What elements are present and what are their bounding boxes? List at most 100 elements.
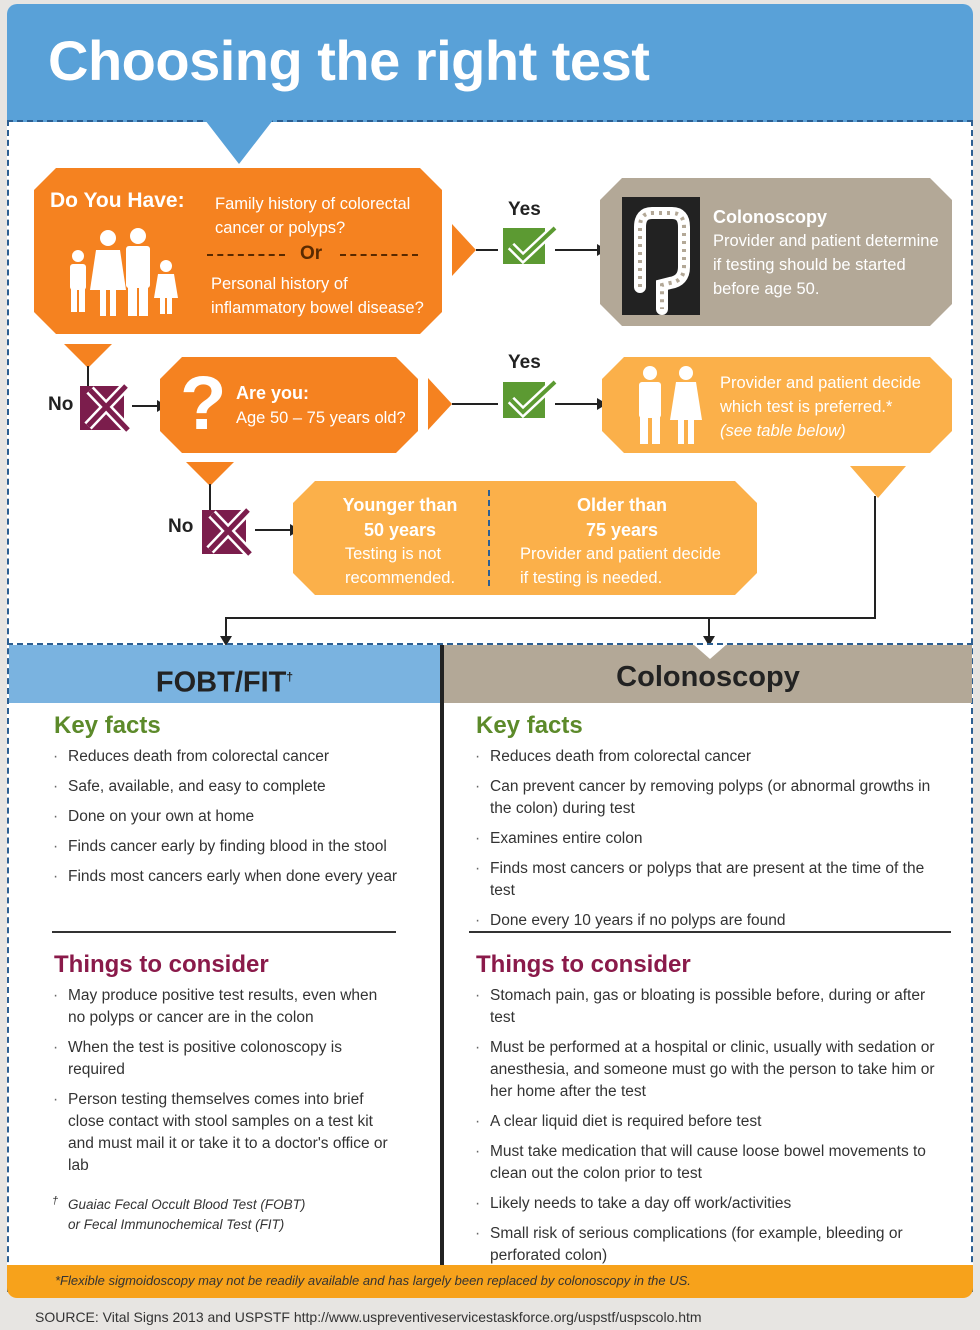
list-item: When the test is positive colonoscopy is… [53,1037,394,1081]
box1-line1: Family history of colorectal [215,195,411,213]
list-item: Must take medication that will cause loo… [475,1141,952,1185]
footer-note: *Flexible sigmoidoscopy may not be readi… [55,1273,691,1288]
connector-right-drop [708,617,710,639]
connector-left-drop [225,617,227,639]
list-item: Finds most cancers early when done every… [53,866,414,888]
question-icon: ? [180,361,227,446]
no1-label: No [48,394,74,415]
younger-line1: Testing is not [344,545,442,563]
no2-line2 [255,529,291,531]
list-item: Finds most cancers or polyps that are pr… [475,858,952,902]
header-banner: Choosing the right test [7,4,973,122]
doctor-patient-icon [639,366,702,444]
x-icon-2 [202,506,254,556]
list-item: Likely needs to take a day off work/acti… [475,1193,952,1215]
colonoscopy-line2: if testing should be started [713,256,906,274]
list-item: Reduces death from colorectal cancer [475,746,952,768]
or-dashes-right [340,254,418,256]
colon-key-facts-title: Key facts [476,712,583,739]
fobt-consider-list: May produce positive test results, even … [53,985,394,1185]
no1-line [87,366,89,392]
list-item: Safe, available, and easy to complete [53,776,414,798]
fobt-arrowhead [220,636,232,646]
fobt-separator [52,931,396,933]
no2-line [209,484,211,510]
colonoscopy-arrowhead [703,636,715,646]
colon-consider-title: Things to consider [476,951,691,978]
younger-line2: recommended. [344,569,456,587]
provider-pointer [850,466,906,498]
box1-line2: cancer or polyps? [215,219,346,237]
source-citation: SOURCE: Vital Signs 2013 and USPSTF http… [35,1309,702,1325]
list-item: Person testing themselves comes into bri… [53,1089,394,1177]
older-head1: Older than [576,495,667,515]
footnote-mark: † [52,1195,59,1207]
no2-label: No [168,516,194,537]
fobt-title: FOBT/FIT [155,666,287,699]
or-dashes-left [207,254,285,256]
x-icon [80,382,132,432]
footer-bar [7,1265,973,1298]
older-head2: 75 years [585,520,659,540]
colonoscopy-line1: Provider and patient determine [713,232,939,250]
fobt-column-header: FOBT/FIT† [9,645,440,703]
footnote-line1: Guaiac Fecal Occult Blood Test (FOBT) [68,1197,306,1212]
provider-line1: Provider and patient decide [720,374,921,392]
box1-or: Or [300,243,323,264]
box2-heading: Are you: [236,383,310,403]
footnote-line2: or Fecal Immunochemical Test (FIT) [68,1217,285,1232]
family-icon [70,228,178,316]
colon-title: Colonoscopy [616,661,800,693]
no2-pointer [186,462,234,486]
box1-line4: inflammatory bowel disease? [211,299,424,317]
yes2-label: Yes [508,352,541,373]
younger-head2: 50 years [363,520,437,540]
right-dashed-border [971,120,973,1292]
table-top-dash [7,643,973,645]
older-line1: Provider and patient decide [520,545,721,563]
yes1-pointer [452,224,476,276]
fobt-consider-title: Things to consider [54,951,269,978]
column-divider [440,645,444,1265]
younger-head1: Younger than [342,495,458,515]
list-item: Small risk of serious complications (for… [475,1223,952,1267]
check-icon [503,224,559,265]
fobt-key-facts-list: Reduces death from colorectal cancer Saf… [53,746,414,896]
list-item: Stomach pain, gas or bloating is possibl… [475,985,952,1029]
yes2-pointer [428,378,452,430]
yes2-line2 [555,403,597,405]
colon-consider-list: Stomach pain, gas or bloating is possibl… [475,985,952,1275]
page-title: Choosing the right test [48,29,650,92]
fobt-key-facts-title: Key facts [54,712,161,739]
left-dashed-border [7,120,9,1292]
list-item: Can prevent cancer by removing polyps (o… [475,776,952,820]
provider-line2: which test is preferred.* [720,398,893,416]
colon-separator [469,931,951,933]
connector-vertical [874,496,876,618]
no1-pointer [64,344,112,368]
list-item: Examines entire colon [475,828,952,850]
list-item: May produce positive test results, even … [53,985,394,1029]
list-item: Must be performed at a hospital or clini… [475,1037,952,1103]
list-item: Finds cancer early by finding blood in t… [53,836,414,858]
check-icon-2 [503,378,559,419]
colonoscopy-line3: before age 50. [713,280,820,298]
fobt-dagger: † [286,670,294,684]
fobt-footnote: † Guaiac Fecal Occult Blood Test (FOBT) … [52,1195,305,1235]
yes1-label: Yes [508,199,541,220]
box1-line3: Personal history of [211,275,348,293]
header-down-arrow [205,120,273,164]
box3-divider [488,490,490,586]
age-outside-range-box [293,481,757,595]
list-item: Done every 10 years if no polyps are fou… [475,910,952,932]
colonoscopy-heading: Colonoscopy [713,207,828,227]
no1-line2 [132,405,160,407]
list-item: Reduces death from colorectal cancer [53,746,414,768]
age-question-box [160,357,418,453]
colon-key-facts-list: Reduces death from colorectal cancer Can… [475,746,952,940]
colon-header-notch [694,645,726,659]
box2-line1: Age 50 – 75 years old? [236,409,406,427]
list-item: Done on your own at home [53,806,414,828]
yes2-line [452,403,498,405]
yes1-line [476,249,498,251]
